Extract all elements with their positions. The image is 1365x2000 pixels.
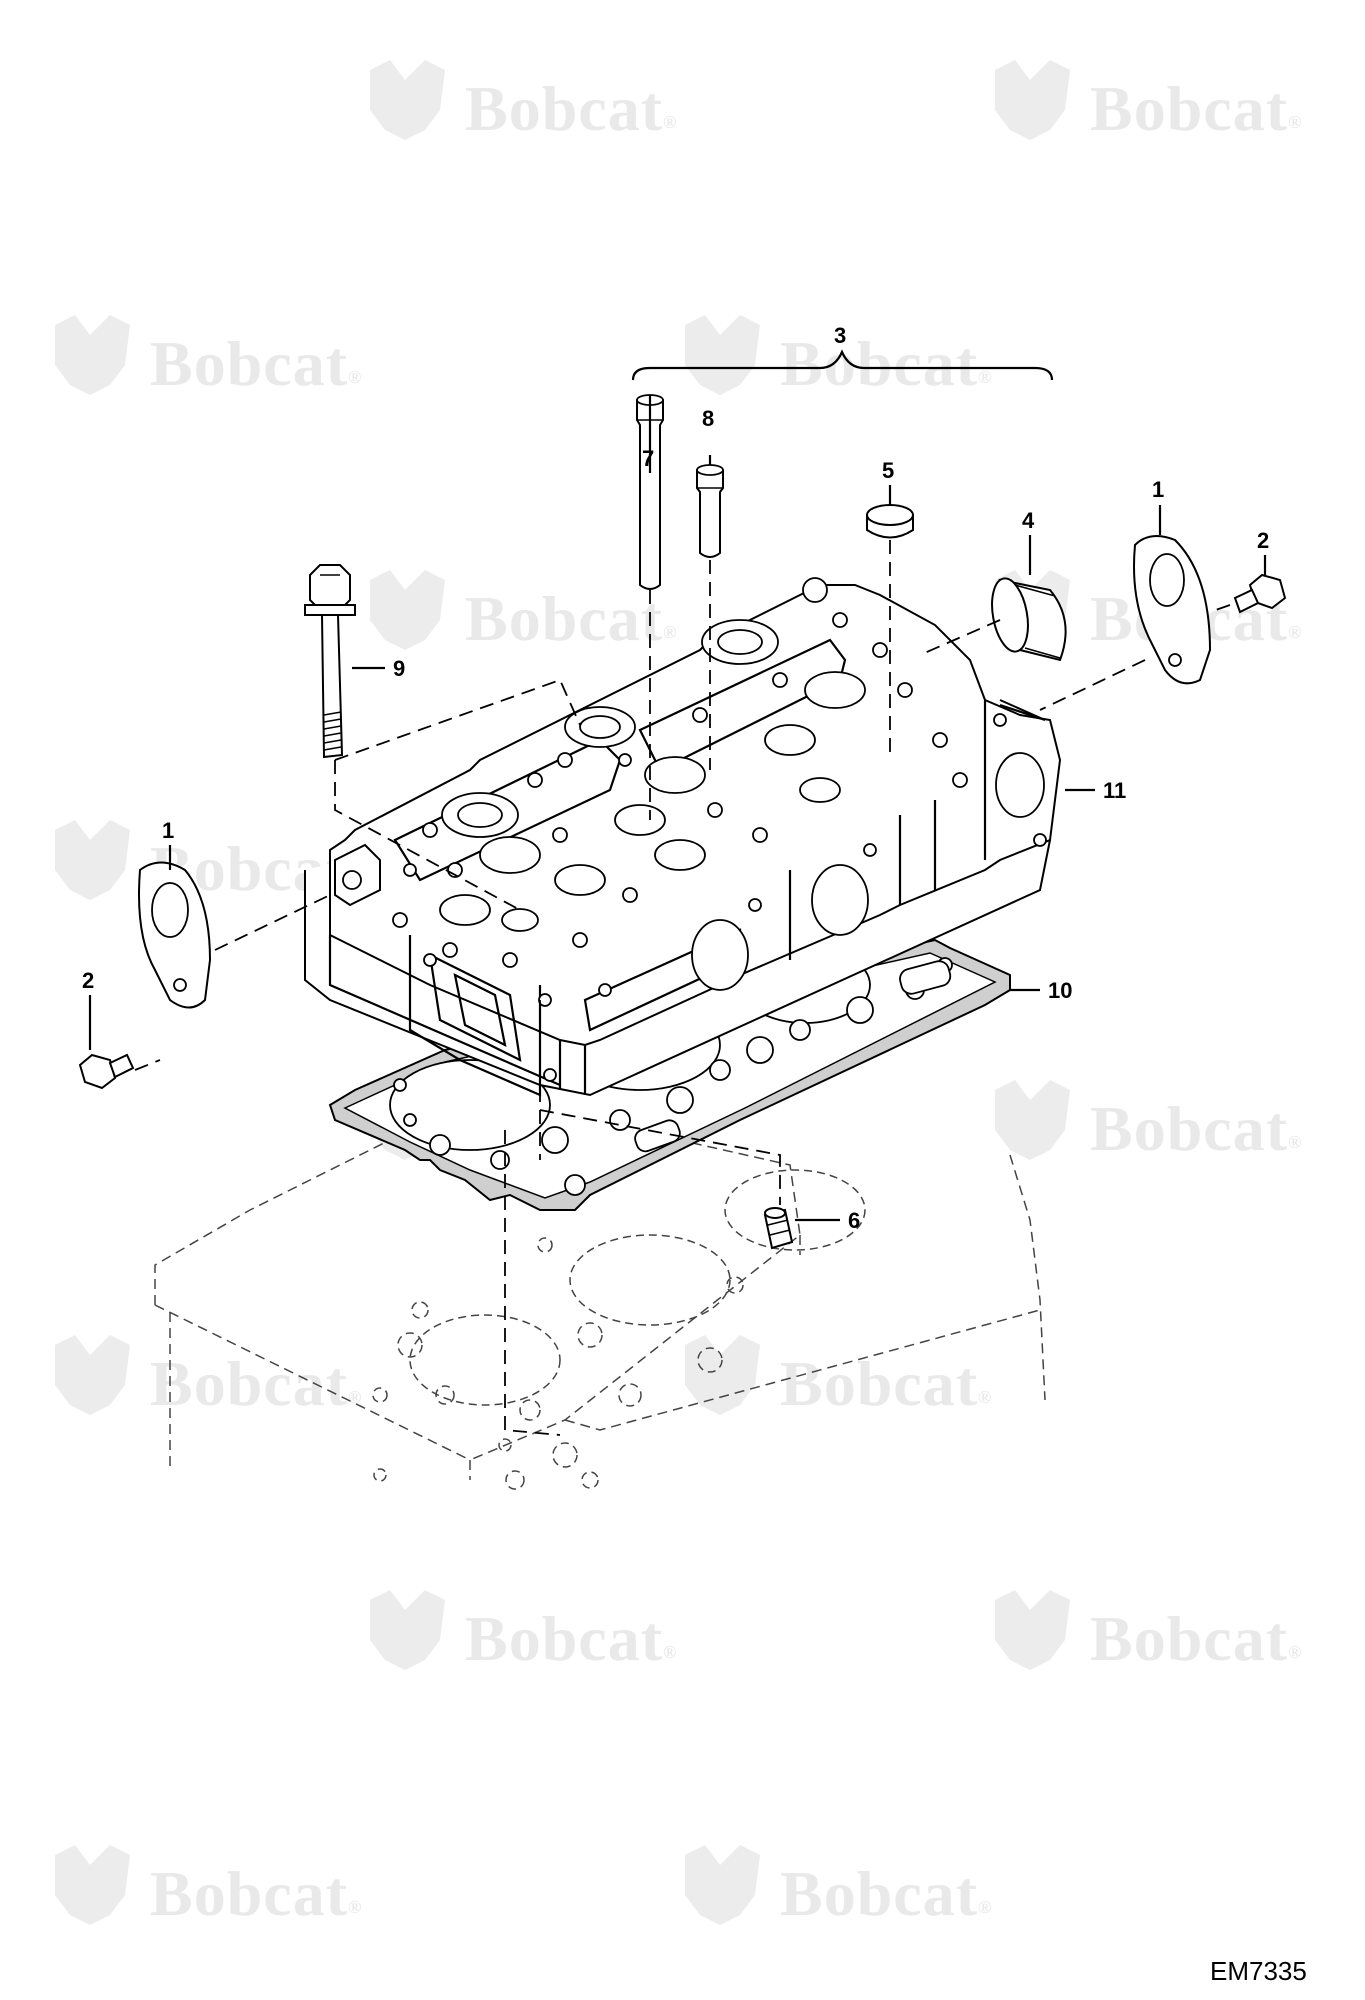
watermark-logo: Bobcat® — [55, 1845, 362, 1929]
callout-6: 6 — [848, 1208, 860, 1233]
lifting-bracket-left — [138, 861, 212, 1009]
leader-lines — [88, 349, 1267, 1222]
watermark-logo: Bobcat® — [370, 570, 677, 654]
screw-left — [78, 1053, 135, 1090]
expansion-plug — [991, 577, 1067, 662]
svg-text:Bobcat®: Bobcat® — [780, 1858, 992, 1929]
callout-1-left: 1 — [162, 818, 174, 843]
svg-text:Bobcat®: Bobcat® — [150, 1858, 362, 1929]
callout-3: 3 — [834, 323, 846, 348]
watermark-logo: Bobcat® — [685, 315, 992, 399]
callout-8: 8 — [702, 406, 714, 431]
watermark-logo: Bobcat® — [55, 315, 362, 399]
svg-text:Bobcat®: Bobcat® — [1090, 1093, 1302, 1164]
watermark-logo: Bobcat® — [995, 1590, 1302, 1674]
svg-text:Bobcat®: Bobcat® — [465, 1603, 677, 1674]
svg-text:Bobcat®: Bobcat® — [1090, 73, 1302, 144]
watermark-logo: Bobcat® — [685, 1335, 992, 1419]
valve-guide-7 — [636, 394, 664, 590]
dowel-pin — [763, 1207, 794, 1250]
callout-9: 9 — [393, 656, 405, 681]
svg-text:Bobcat®: Bobcat® — [465, 583, 677, 654]
svg-text:Bobcat®: Bobcat® — [150, 328, 362, 399]
callout-2-right: 2 — [1257, 528, 1269, 553]
callout-5: 5 — [882, 458, 894, 483]
watermark-logo: Bobcat® — [995, 1080, 1302, 1164]
valve-guide-8 — [696, 464, 724, 558]
callout-2-left: 2 — [82, 968, 94, 993]
callout-1-right: 1 — [1152, 477, 1164, 502]
callout-4: 4 — [1022, 508, 1035, 533]
head-bolt — [304, 564, 356, 759]
svg-text:Bobcat®: Bobcat® — [465, 73, 677, 144]
watermark-logo: Bobcat® — [995, 60, 1302, 144]
watermark-logo: Bobcat® — [55, 1335, 362, 1419]
svg-text:Bobcat®: Bobcat® — [150, 1348, 362, 1419]
callout-11: 11 — [1103, 778, 1126, 803]
callouts: 1 2 1 2 3 4 5 6 7 8 9 10 11 — [82, 323, 1269, 1233]
watermark-logo: Bobcat® — [370, 1590, 677, 1674]
cap-plug — [866, 504, 914, 539]
document-id: EM7335 — [1210, 1956, 1307, 1986]
watermark-logo: Bobcat® — [370, 60, 677, 144]
lifting-bracket-right — [1133, 535, 1212, 685]
assembly-lines — [134, 540, 1231, 1436]
svg-text:Bobcat®: Bobcat® — [1090, 1603, 1302, 1674]
callout-7: 7 — [642, 446, 654, 471]
screw-right — [1233, 573, 1287, 614]
watermark-logo: Bobcat® — [685, 1845, 992, 1929]
callout-10: 10 — [1048, 978, 1072, 1003]
svg-text:Bobcat®: Bobcat® — [780, 328, 992, 399]
cylinder-head — [304, 577, 1062, 1097]
svg-text:Bobcat®: Bobcat® — [780, 1348, 992, 1419]
